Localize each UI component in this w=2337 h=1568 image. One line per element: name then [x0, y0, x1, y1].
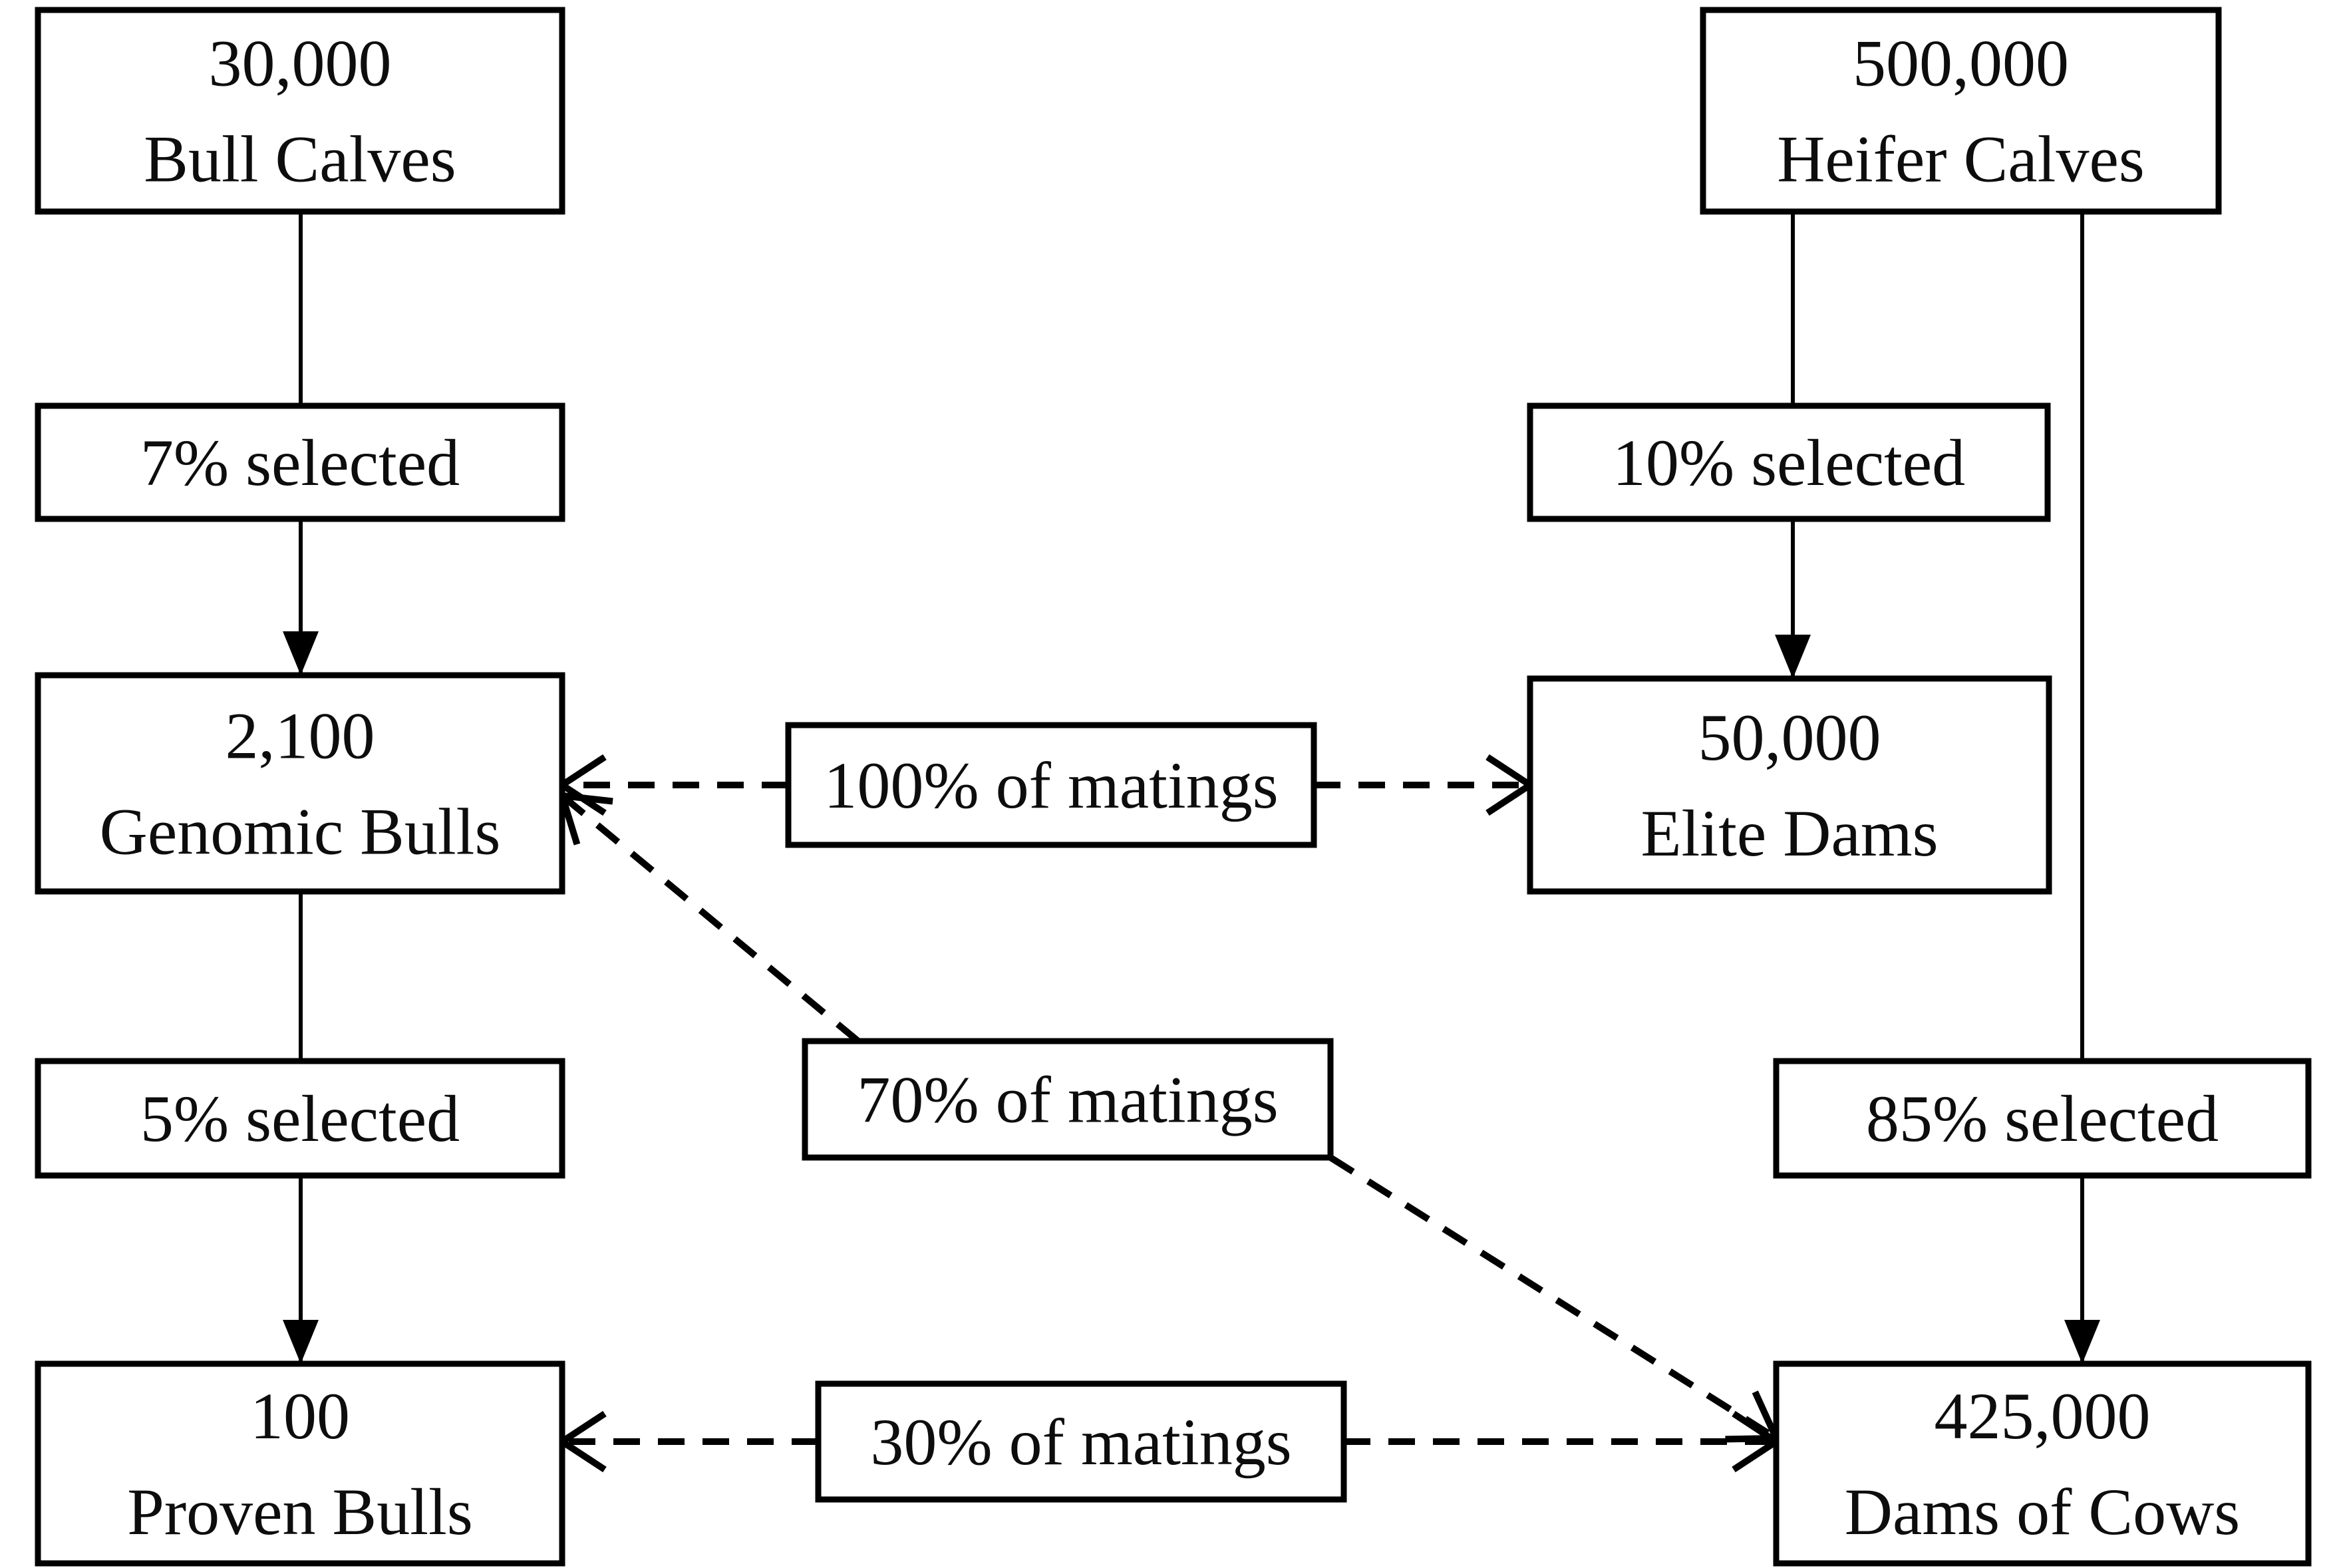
matings-30-label: 30% of matings [870, 1405, 1291, 1479]
matings-30-box [815, 1380, 1347, 1503]
matings-100-label: 100% of matings [824, 748, 1278, 822]
pct5-selected-box [35, 1058, 565, 1179]
dams-of-cows-box [1773, 1360, 2312, 1567]
heifer-calves-box [1700, 7, 2222, 215]
genomic-bulls-box [35, 672, 565, 895]
node-matings-70: 70% of matings [802, 1038, 1334, 1161]
pct10-selected-box [1527, 402, 2051, 522]
pct85-selected-box [1773, 1058, 2312, 1179]
pct5-selected-label: 5% selected [140, 1082, 460, 1156]
node-pct5-selected: 5% selected [35, 1058, 565, 1179]
matings-70-label: 70% of matings [857, 1063, 1278, 1137]
node-matings-30: 30% of matings [815, 1380, 1347, 1503]
proven-bulls-box [35, 1360, 565, 1567]
bull-calves-box [35, 7, 565, 215]
node-pct10-selected: 10% selected [1527, 402, 2051, 522]
node-pct7-selected: 7% selected [35, 402, 565, 522]
elite-dams-box [1527, 675, 2052, 895]
matings-70-box [802, 1038, 1334, 1161]
pct7-selected-box [35, 402, 565, 522]
pct7-selected-label: 7% selected [140, 426, 460, 500]
dashed-matings70-to-genomicbulls [557, 792, 861, 1044]
node-matings-100: 100% of matings [785, 722, 1317, 848]
pct85-selected-label: 85% selected [1866, 1082, 2219, 1156]
node-pct85-selected: 85% selected [1773, 1058, 2312, 1179]
pct10-selected-label: 10% selected [1613, 426, 1965, 500]
matings-100-box [785, 722, 1317, 848]
